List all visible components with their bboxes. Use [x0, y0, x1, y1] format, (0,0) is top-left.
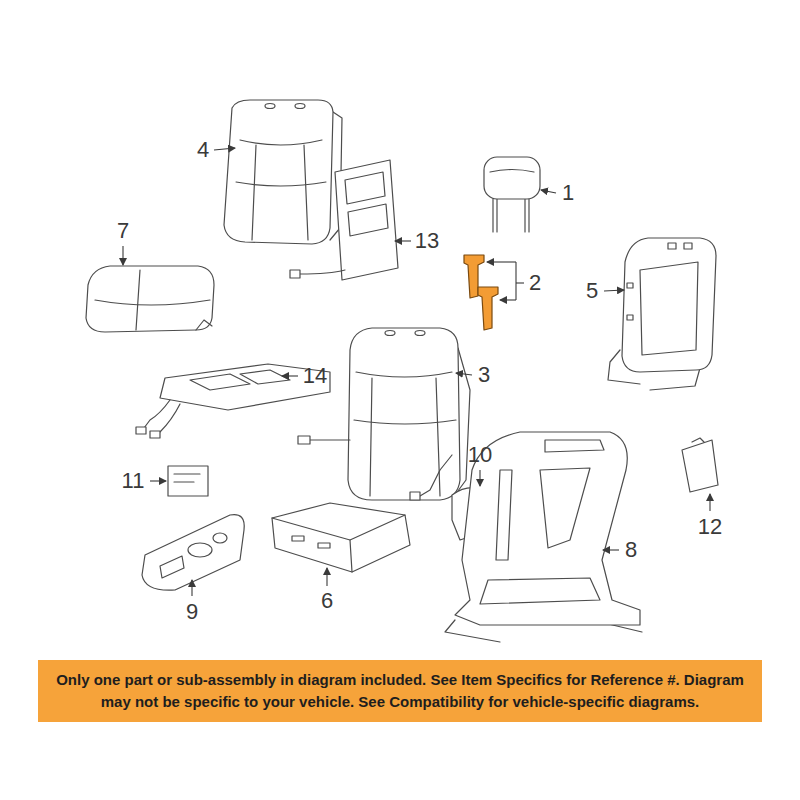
- cushion-heater: [136, 364, 330, 438]
- callout-number: 12: [698, 516, 722, 538]
- cushion-cover: [86, 266, 214, 332]
- callout-number: 10: [468, 444, 492, 466]
- seatback-cover: [224, 100, 342, 244]
- callout-number: 5: [586, 280, 598, 302]
- callout-number: 2: [529, 272, 541, 294]
- cushion-pad: [272, 503, 410, 572]
- control-module: [168, 466, 208, 496]
- callout-number: 8: [625, 539, 637, 561]
- callout-number: 13: [415, 230, 439, 252]
- callout-number: 1: [562, 182, 574, 204]
- callout-number: 9: [186, 601, 198, 623]
- callout-number: 4: [197, 139, 209, 161]
- callout-number: 11: [122, 470, 145, 492]
- side-module: [682, 438, 718, 492]
- leader-lines: [123, 148, 710, 596]
- notice-text: Only one part or sub-assembly in diagram…: [46, 669, 754, 713]
- notice-banner: Only one part or sub-assembly in diagram…: [38, 660, 762, 722]
- headrest-guide: [464, 255, 498, 330]
- seatback-heater: [290, 160, 398, 280]
- seat-frame: [445, 432, 642, 642]
- callout-number: 14: [303, 365, 327, 387]
- callout-number: 7: [117, 220, 129, 242]
- seatback-frame: [608, 238, 716, 390]
- callout-number: 6: [321, 590, 333, 612]
- headrest: [484, 157, 540, 232]
- callout-number: 3: [478, 364, 490, 386]
- seatback-pad: [298, 328, 470, 500]
- side-trim: [142, 515, 244, 591]
